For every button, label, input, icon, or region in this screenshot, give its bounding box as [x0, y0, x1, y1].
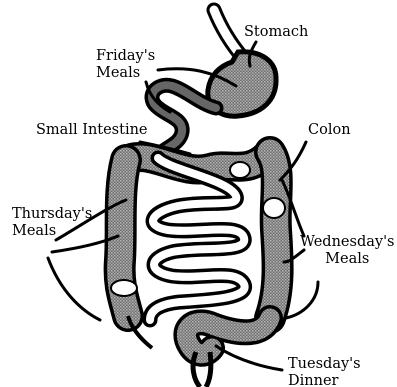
label-thursday-line1: Thursday's	[12, 206, 92, 223]
label-small-intestine: Small Intestine	[36, 122, 148, 139]
label-wednesday-line1: Wednesday's	[300, 234, 395, 251]
label-thursday-meals: Thursday's Meals	[12, 206, 92, 240]
label-friday-line2: Meals	[96, 65, 155, 82]
label-friday-meals: Friday's Meals	[96, 48, 155, 82]
label-colon: Colon	[308, 122, 351, 139]
label-tuesday-dinner: Tuesday's Dinner	[288, 356, 361, 387]
label-wednesday-line2: Meals	[300, 251, 395, 268]
label-friday-line1: Friday's	[96, 48, 155, 65]
label-tuesday-line1: Tuesday's	[288, 356, 361, 373]
colon-gap	[230, 162, 250, 178]
label-small-intestine-text: Small Intestine	[36, 122, 148, 138]
label-stomach-text: Stomach	[244, 24, 308, 40]
label-stomach: Stomach	[244, 24, 308, 41]
label-colon-text: Colon	[308, 122, 351, 138]
colon-gap	[111, 280, 137, 296]
colon-gap	[263, 198, 285, 218]
label-thursday-line2: Meals	[12, 223, 92, 240]
label-tuesday-line2: Dinner	[288, 373, 361, 387]
leader-tuesday	[216, 346, 282, 370]
label-wednesday-meals: Wednesday's Meals	[300, 234, 395, 268]
